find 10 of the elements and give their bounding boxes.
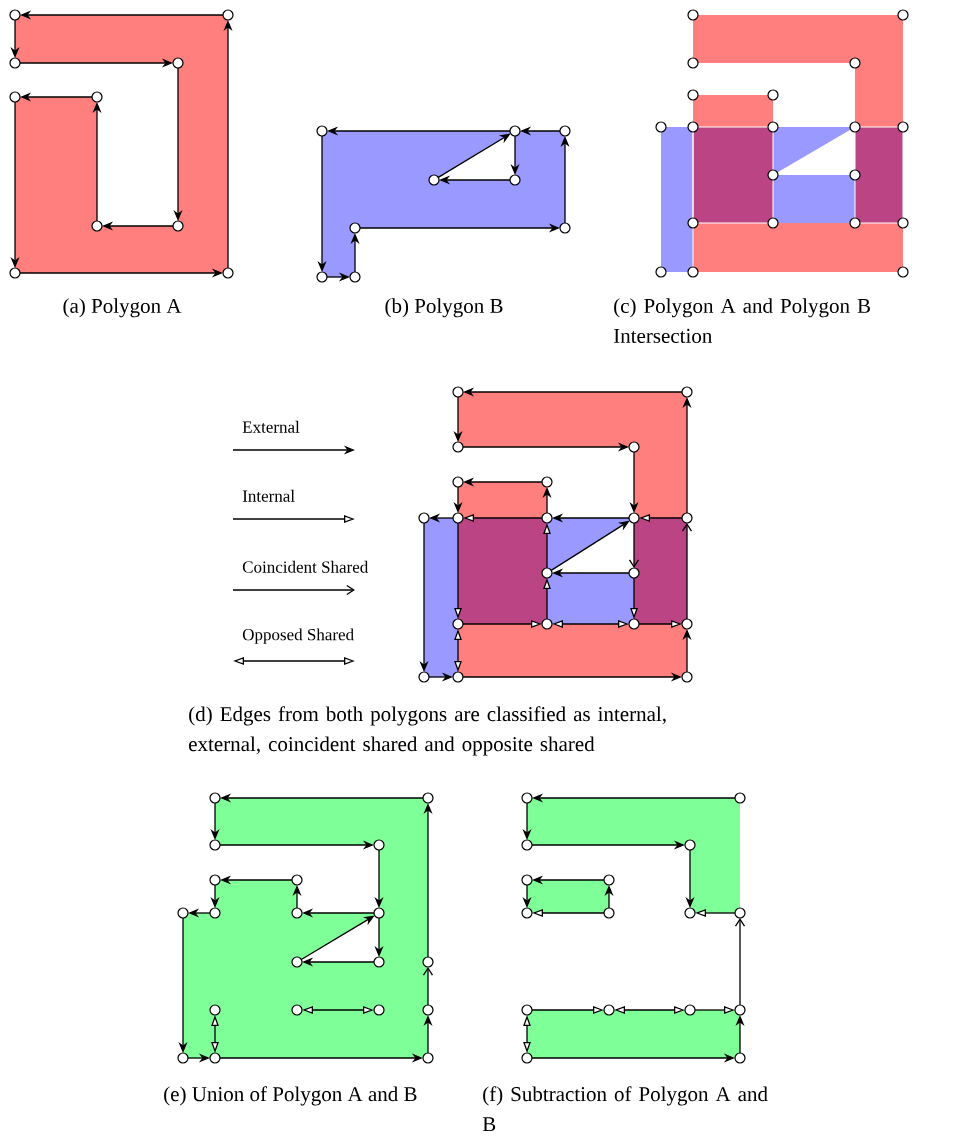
legend-label: External xyxy=(242,420,300,433)
caption: (f) Subtraction of Polygon A and B xyxy=(482,1086,768,1132)
caption: (d) Edges from both polygons are classified as internal, external, coincident shared and opposite shared xyxy=(189,706,666,756)
legend-label: Internal xyxy=(242,489,295,502)
caption: (b) Polygon B xyxy=(385,298,503,318)
caption: (e) Union of Polygon A and B xyxy=(164,1086,417,1106)
caption: (a) Polygon A xyxy=(63,298,182,318)
caption: (c) Polygon A and Polygon B Intersection xyxy=(613,298,870,343)
legend-label: Coincident Shared xyxy=(242,560,369,573)
legend-label: Opposed Shared xyxy=(242,628,354,644)
